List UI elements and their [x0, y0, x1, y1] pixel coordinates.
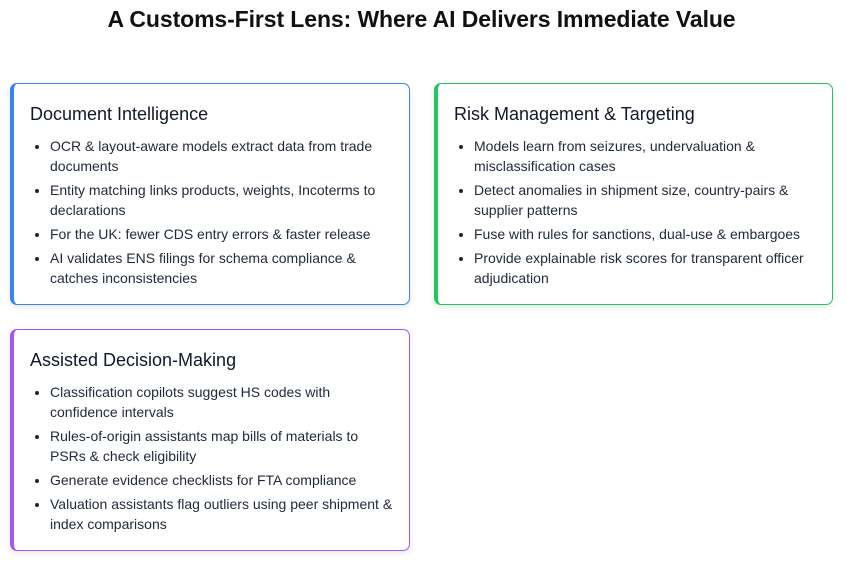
- list-item: Generate evidence checklists for FTA com…: [50, 470, 393, 490]
- list-item: Models learn from seizures, undervaluati…: [474, 136, 816, 176]
- bullet-list: Models learn from seizures, undervaluati…: [454, 136, 816, 288]
- card-heading: Assisted Decision-Making: [30, 350, 237, 370]
- card-document-intelligence: Document Intelligence OCR & layout-aware…: [10, 83, 410, 305]
- list-item: AI validates ENS filings for schema comp…: [50, 248, 393, 288]
- list-item: Fuse with rules for sanctions, dual-use …: [474, 224, 816, 244]
- list-item: Detect anomalies in shipment size, count…: [474, 180, 816, 220]
- bullet-list: OCR & layout-aware models extract data f…: [30, 136, 393, 288]
- card-assisted-decision-making: Assisted Decision-Making Classification …: [10, 329, 410, 551]
- page-title: A Customs-First Lens: Where AI Delivers …: [107, 6, 736, 32]
- card-risk-management: Risk Management & Targeting Models learn…: [434, 83, 833, 305]
- list-item: Rules-of-origin assistants map bills of …: [50, 426, 393, 466]
- list-item: For the UK: fewer CDS entry errors & fas…: [50, 224, 393, 244]
- list-item: Provide explainable risk scores for tran…: [474, 248, 816, 288]
- list-item: Classification copilots suggest HS codes…: [50, 382, 393, 422]
- list-item: Entity matching links products, weights,…: [50, 180, 393, 220]
- list-item: Valuation assistants flag outliers using…: [50, 494, 393, 534]
- bullet-list: Classification copilots suggest HS codes…: [30, 382, 393, 534]
- list-item: OCR & layout-aware models extract data f…: [50, 136, 393, 176]
- card-heading: Document Intelligence: [30, 104, 209, 124]
- card-heading: Risk Management & Targeting: [454, 104, 695, 124]
